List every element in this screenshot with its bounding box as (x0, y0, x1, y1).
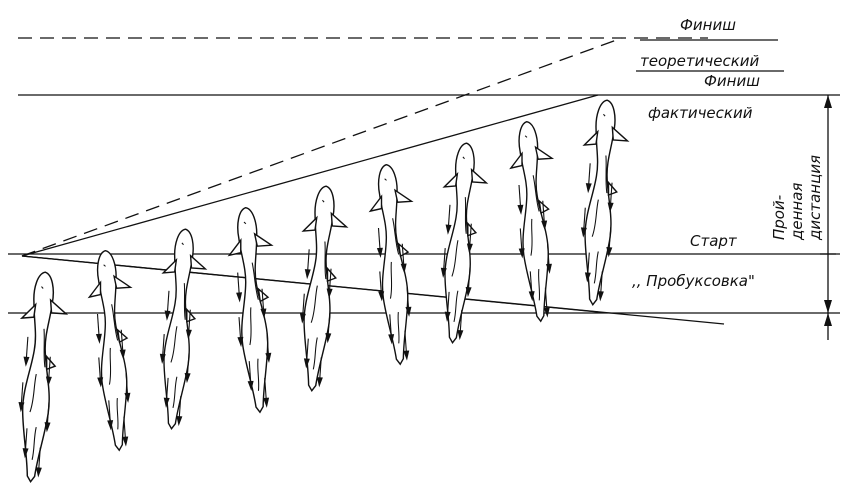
fish-5 (291, 184, 350, 394)
force-arrow (515, 184, 525, 216)
label-distance-line1: Прой- (770, 195, 788, 240)
fish-8 (506, 119, 564, 324)
label-distance-line2: денная (788, 183, 806, 241)
label-finish-top: Финиш (680, 16, 736, 34)
label-distance-line3: дистанция (806, 155, 824, 241)
label-theoretical: теоретический (640, 52, 760, 70)
fish-body (85, 248, 143, 453)
fish-2 (85, 248, 143, 453)
label-actual: фактический (648, 104, 753, 122)
fish-body (366, 162, 424, 367)
label-finish-mid: Финиш (704, 72, 760, 90)
fish-layer (9, 98, 631, 484)
distance-arrow-bottom (824, 300, 832, 313)
label-slip: ,, Пробуксовка" (632, 272, 755, 290)
force-arrow (163, 290, 173, 322)
fish-6 (366, 162, 424, 367)
force-arrow (584, 162, 594, 195)
fish-7 (432, 141, 490, 345)
distance-arrow-top (824, 95, 832, 108)
distance-arrow-bottom-outer (824, 313, 832, 326)
label-start: Старт (690, 232, 738, 250)
force-arrow (22, 336, 32, 368)
force-arrow (93, 313, 104, 345)
label-distance: Прой- денная дистанция (770, 155, 824, 241)
fish-body (225, 205, 284, 415)
fish-4 (225, 205, 284, 415)
fish-9 (572, 98, 631, 308)
actual-progress-line (21, 94, 599, 257)
fish-body (506, 119, 564, 324)
force-arrow (444, 204, 454, 236)
theoretical-progress-line (21, 37, 623, 257)
fish-3 (151, 227, 209, 431)
fish-1 (9, 270, 70, 484)
